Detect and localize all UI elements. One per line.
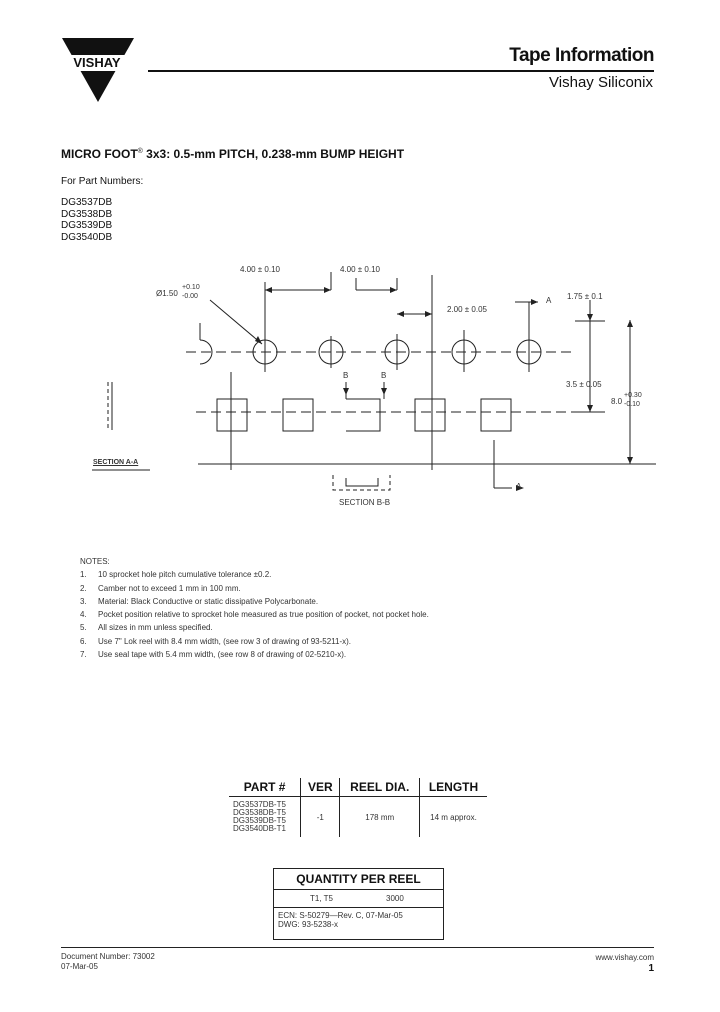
notes: NOTES: 1.10 sprocket hole pitch cumulati… bbox=[80, 555, 429, 661]
label-b-right: B bbox=[381, 371, 387, 380]
part-numbers-list: DG3537DB DG3538DB DG3539DB DG3540DB bbox=[61, 197, 112, 243]
quantity-title: QUANTITY PER REEL bbox=[274, 869, 443, 890]
part-number-item: DG3537DB bbox=[61, 197, 113, 208]
pocket bbox=[480, 398, 512, 432]
pocket bbox=[346, 398, 381, 432]
note-item: 2.Camber not to exceed 1 mm in 100 mm. bbox=[80, 583, 241, 593]
dim-pitch-1: 4.00 ± 0.10 bbox=[240, 265, 280, 274]
ver-cell: -1 bbox=[300, 796, 340, 837]
vishay-logo: VISHAY bbox=[60, 38, 136, 102]
pocket bbox=[216, 398, 248, 432]
heading-rest: 3x3: 0.5-mm PITCH, 0.238-mm BUMP HEIGHT bbox=[142, 147, 405, 161]
footer-right: www.vishay.com 1 bbox=[595, 952, 654, 974]
dwg-line: DWG: 93-5238-x bbox=[278, 920, 339, 929]
doc-number: Document Number: 73002 bbox=[61, 952, 155, 961]
note-item: 4.Pocket position relative to sprocket h… bbox=[80, 610, 429, 620]
sprocket-hole-partial bbox=[199, 339, 213, 365]
pocket bbox=[414, 398, 446, 432]
part-number-item: DG3538DB bbox=[61, 208, 113, 220]
dim-1-75: 1.75 ± 0.1 bbox=[567, 292, 603, 301]
dim-hole: Ø1.50 bbox=[156, 289, 178, 298]
label-b-left: B bbox=[343, 371, 349, 380]
col-ver: VER bbox=[300, 778, 340, 797]
quantity-box: QUANTITY PER REEL T1, T5 3000 ECN: S-502… bbox=[273, 868, 444, 940]
col-length: LENGTH bbox=[418, 778, 487, 797]
label-a-bottom: A bbox=[516, 482, 522, 491]
dim-8: 8.0 bbox=[611, 397, 623, 406]
footer-left: Document Number: 73002 07-Mar-05 bbox=[61, 952, 155, 972]
section-bb-label: SECTION B-B bbox=[339, 498, 391, 507]
dim-2mm: 2.00 ± 0.05 bbox=[447, 305, 487, 314]
note-item: 1.10 sprocket hole pitch cumulative tole… bbox=[80, 570, 272, 580]
doc-date: 07-Mar-05 bbox=[61, 962, 98, 971]
label-a-top: A bbox=[546, 296, 552, 305]
quantity-code: T1, T5 bbox=[310, 894, 333, 903]
vishay-logo-icon bbox=[62, 38, 134, 102]
ecn-line: ECN: S-50279—Rev. C, 07-Mar-05 bbox=[278, 911, 403, 920]
quantity-row: T1, T5 3000 bbox=[274, 890, 443, 908]
heading-prefix: MICRO FOOT bbox=[61, 147, 138, 161]
dim-8-tol-plus: +0.30 bbox=[624, 392, 642, 399]
reel-table: PART # VER REEL DIA. LENGTH DG3537DB-T5 … bbox=[229, 778, 487, 837]
part-number-item: DG3539DB bbox=[61, 220, 113, 231]
dim-8-tol-minus: -0.10 bbox=[624, 401, 640, 408]
note-item: 3.Material: Black Conductive or static d… bbox=[80, 596, 319, 606]
dim-3-5: 3.5 ± 0.05 bbox=[566, 380, 602, 389]
dim-hole-tol-plus: +0.10 bbox=[182, 284, 200, 291]
table-row: DG3537DB-T5 DG3538DB-T5 DG3539DB-T5 DG35… bbox=[229, 796, 487, 837]
tape-drawing bbox=[92, 272, 656, 491]
note-item: 5.All sizes in mm unless specified. bbox=[80, 623, 213, 633]
note-item: 6.Use 7" Lok reel with 8.4 mm width, (se… bbox=[80, 636, 352, 646]
section-aa-label: SECTION A-A bbox=[93, 459, 139, 466]
header-rule bbox=[148, 70, 654, 72]
part-number-item: DG3540DB bbox=[61, 231, 113, 243]
page-number: 1 bbox=[648, 963, 654, 974]
footer-url[interactable]: www.vishay.com bbox=[595, 953, 654, 962]
reg-mark: ® bbox=[137, 148, 143, 155]
dim-hole-tol-minus: -0.00 bbox=[182, 293, 198, 300]
reel-dia-cell: 178 mm bbox=[339, 796, 420, 837]
pocket bbox=[282, 398, 314, 432]
length-cell: 14 m approx. bbox=[418, 796, 487, 837]
dim-pitch-2: 4.00 ± 0.10 bbox=[340, 265, 380, 274]
logo-text: VISHAY bbox=[73, 55, 121, 70]
col-part: PART # bbox=[229, 778, 301, 797]
part-numbers-label: For Part Numbers: bbox=[61, 176, 144, 187]
footer-rule bbox=[61, 947, 654, 948]
quantity-value: 3000 bbox=[386, 894, 404, 903]
page-title: Tape Information bbox=[509, 45, 654, 66]
note-item: 7.Use seal tape with 5.4 mm width, (see … bbox=[80, 650, 347, 660]
part-cell: DG3537DB-T5 DG3538DB-T5 DG3539DB-T5 DG35… bbox=[233, 800, 286, 833]
col-reel-dia: REEL DIA. bbox=[339, 778, 420, 797]
notes-title: NOTES: bbox=[80, 557, 110, 566]
ecn-block: ECN: S-50279—Rev. C, 07-Mar-05 DWG: 93-5… bbox=[278, 911, 403, 929]
page-subtitle: Vishay Siliconix bbox=[549, 74, 653, 91]
section-heading: MICRO FOOT® 3x3: 0.5-mm PITCH, 0.238-mm … bbox=[61, 147, 404, 161]
